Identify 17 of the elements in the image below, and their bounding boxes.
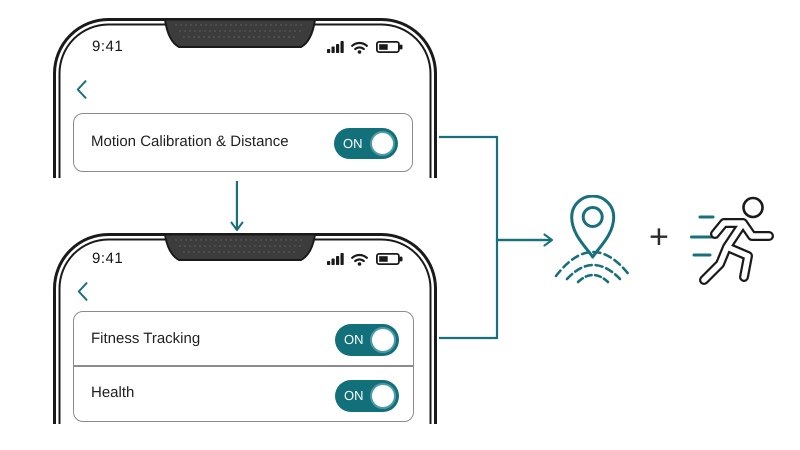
status-time: 9:41 (92, 38, 124, 56)
location-pin-icon (554, 195, 632, 285)
plus-sign: + (649, 220, 669, 254)
toggle-switch: ON (335, 324, 399, 356)
arrow (230, 181, 244, 231)
status-time: 9:41 (92, 250, 124, 268)
toggle-switch: ON (334, 128, 398, 159)
setting-label: Fitness Tracking (91, 330, 200, 348)
phone-frame (53, 233, 437, 424)
bracket-arrow (439, 234, 553, 340)
settings-card (73, 311, 414, 422)
setting-label: Motion Calibration & Distance (91, 133, 289, 151)
settings-card (73, 113, 413, 172)
toggle-switch: ON (335, 380, 399, 412)
phone-frame (53, 18, 437, 178)
running-person-icon (690, 196, 776, 288)
setting-label: Health (91, 384, 134, 402)
